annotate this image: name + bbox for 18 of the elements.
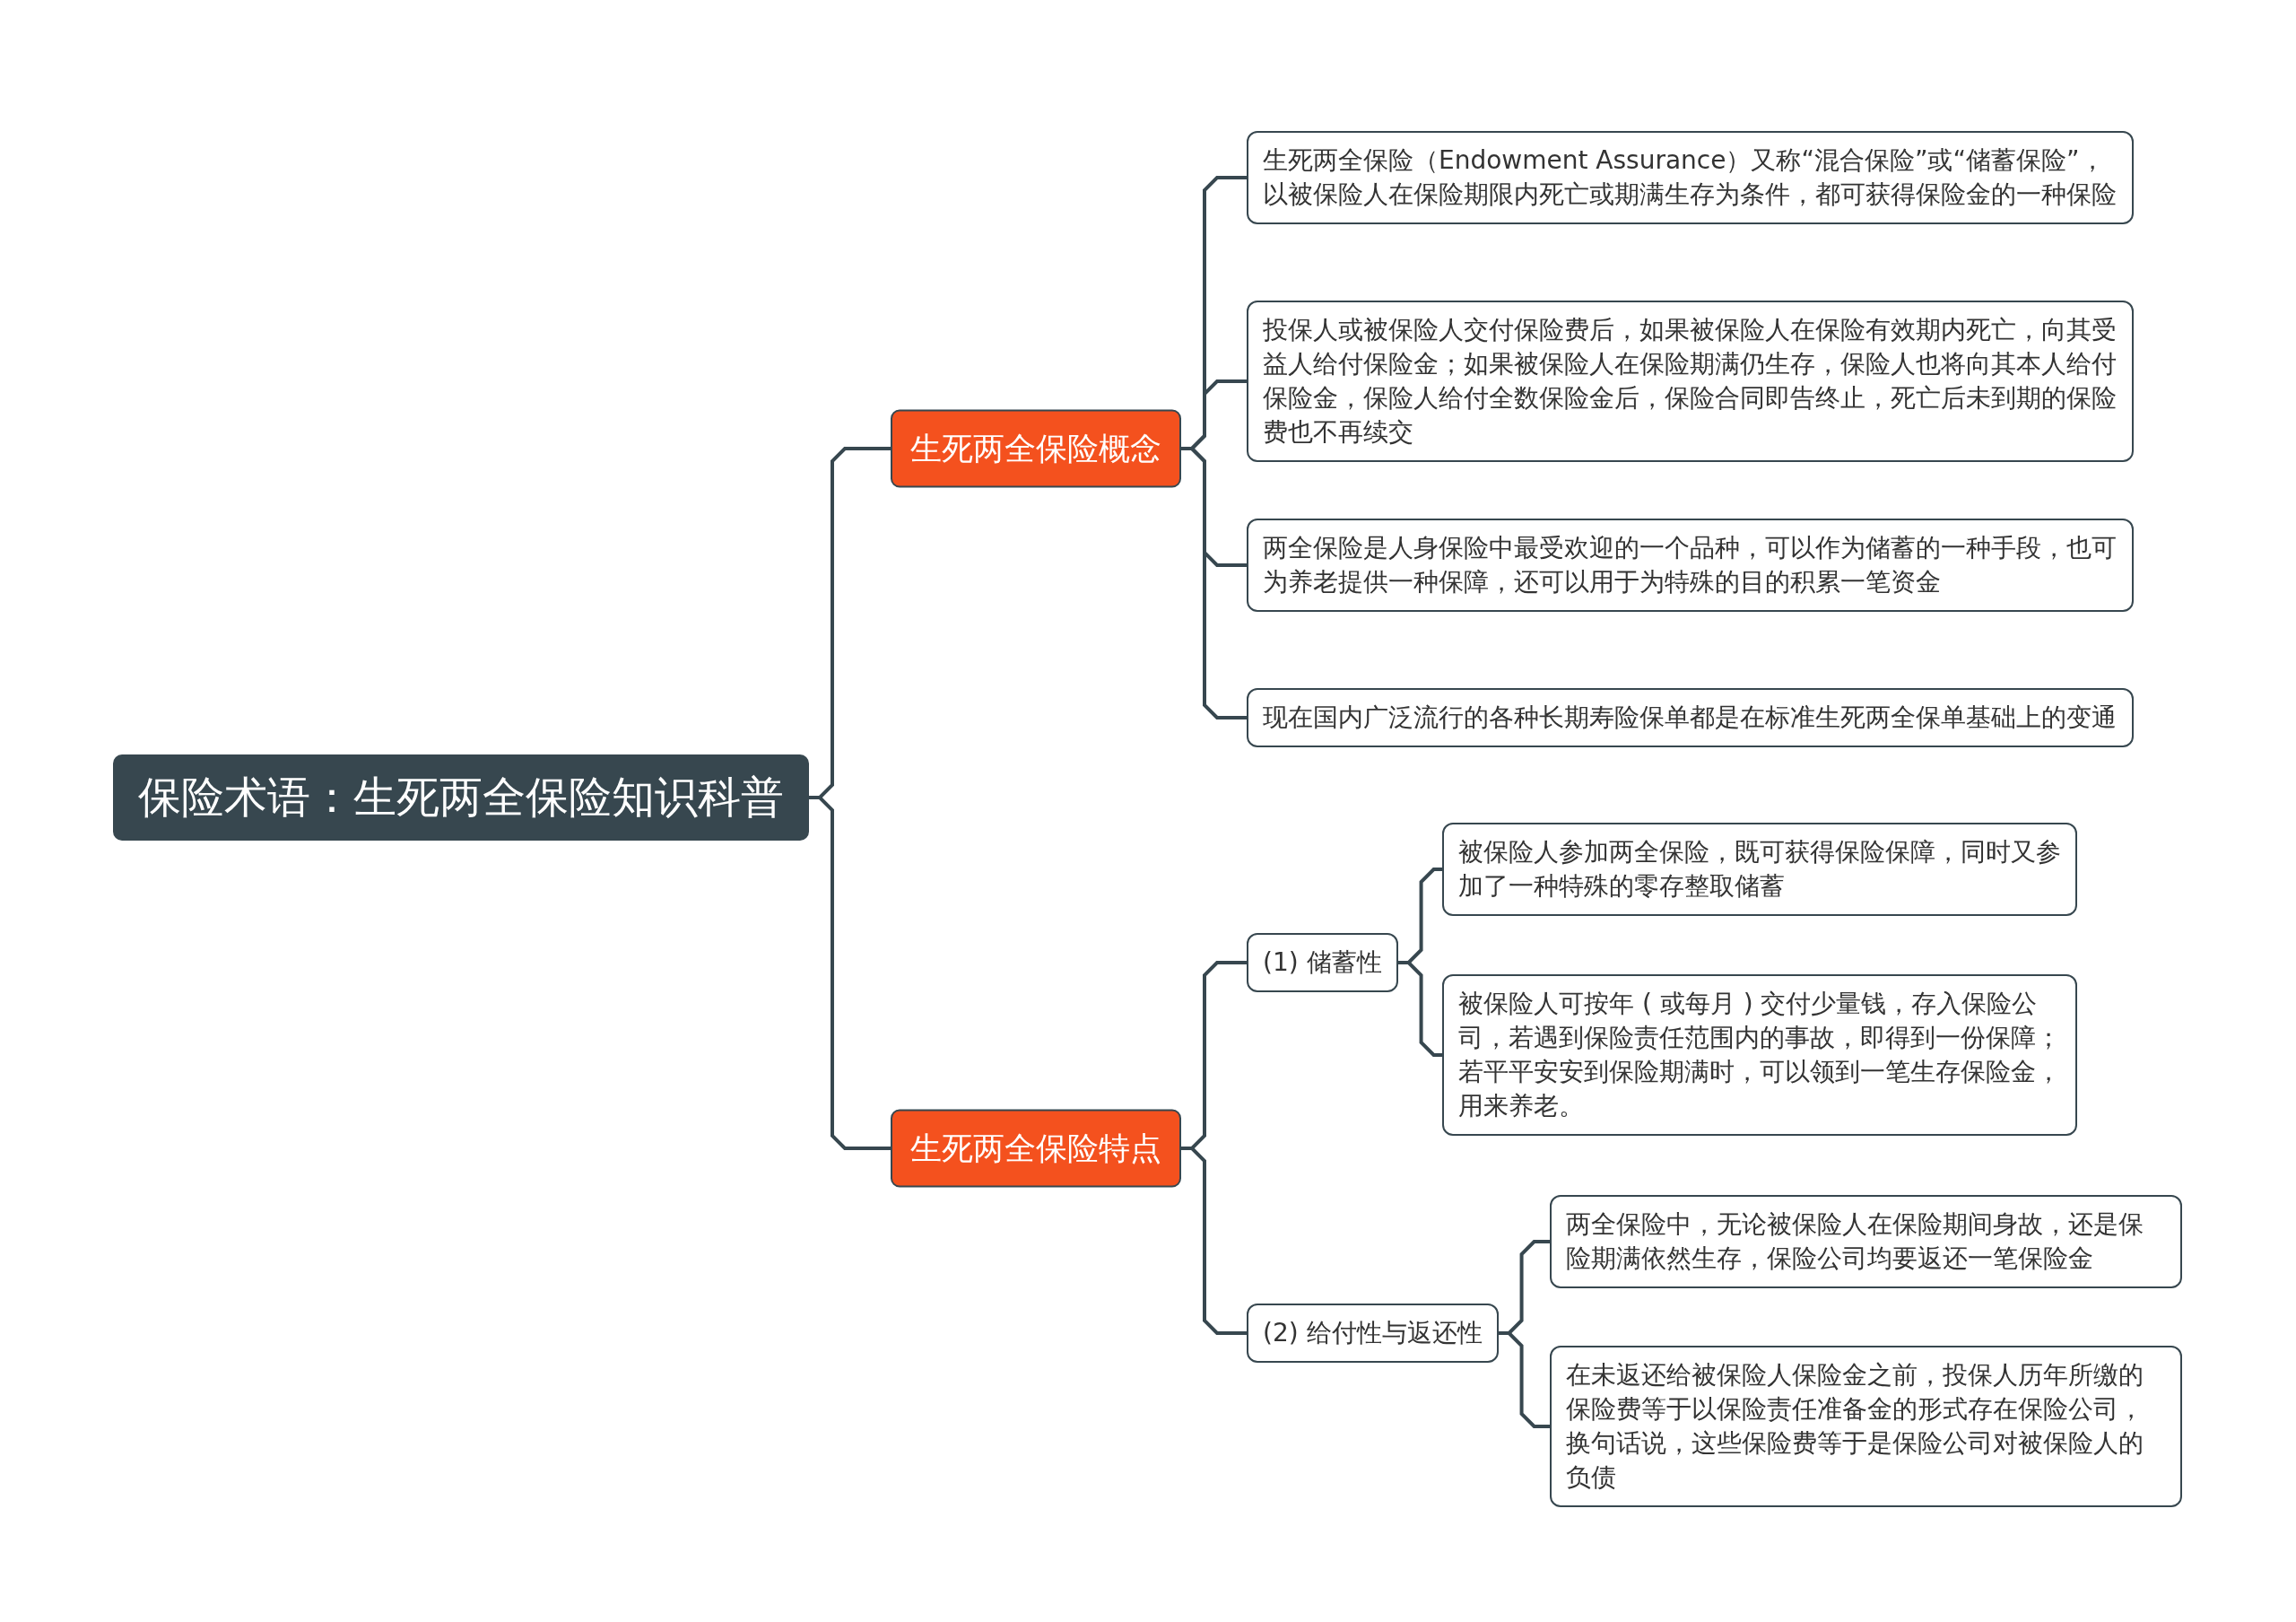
topic-box: 生死两全保险（Endowment Assurance）又称“混合保险”或“储蓄保险”，以被保险人在保险期限内死亡或期满生存为条件，都可获得保险金的一种保险 (1247, 131, 2134, 224)
topic-box: (1) 储蓄性 (1247, 933, 1398, 992)
branch-topic: 生死两全保险特点 (891, 1109, 1181, 1188)
topic-box: 被保险人参加两全保险，既可获得保险保障，同时又参加了一种特殊的零存整取储蓄 (1442, 823, 2077, 916)
topic-box: 两全保险中，无论被保险人在保险期间身故，还是保险期满依然生存，保险公司均要返还一笔保险金 (1550, 1195, 2182, 1288)
branch-topic: 生死两全保险概念 (891, 409, 1181, 488)
topic-box: 投保人或被保险人交付保险费后，如果被保险人在保险有效期内死亡，向其受益人给付保险金；如果被保险人在保险期满仍生存，保险人也将向其本人给付保险金，保险人给付全数保险金后，保险合同即告终止，死亡后未到期的保险费也不再续交 (1247, 301, 2134, 462)
connector-line (809, 796, 891, 1150)
connector-line (1181, 1147, 1247, 1335)
topic-box: 现在国内广泛流行的各种长期寿险保单都是在标准生死两全保单基础上的变通 (1247, 688, 2134, 747)
connector-line (1397, 961, 1442, 1057)
topic-box: 两全保险是人身保险中最受欢迎的一个品种，可以作为储蓄的一种手段，也可为养老提供一种保障，还可以用于为特殊的目的积累一笔资金 (1247, 519, 2134, 612)
topic-box: 被保险人可按年 ( 或每月 ) 交付少量钱，存入保险公司，若遇到保险责任范围内的事故，即得到一份保障；若平平安安到保险期满时，可以领到一笔生存保险金，用来养老。 (1442, 974, 2077, 1136)
connector-line (1181, 447, 1247, 719)
topic-box: (2) 给付性与返还性 (1247, 1304, 1499, 1363)
topic-box: 在未返还给被保险人保险金之前，投保人历年所缴的保险费等于以保险责任准备金的形式存在保险公司，换句话说，这些保险费等于是保险公司对被保险人的负债 (1550, 1346, 2182, 1507)
root-topic: 保险术语：生死两全保险知识科普 (113, 754, 809, 841)
connector-line (1498, 1331, 1550, 1428)
